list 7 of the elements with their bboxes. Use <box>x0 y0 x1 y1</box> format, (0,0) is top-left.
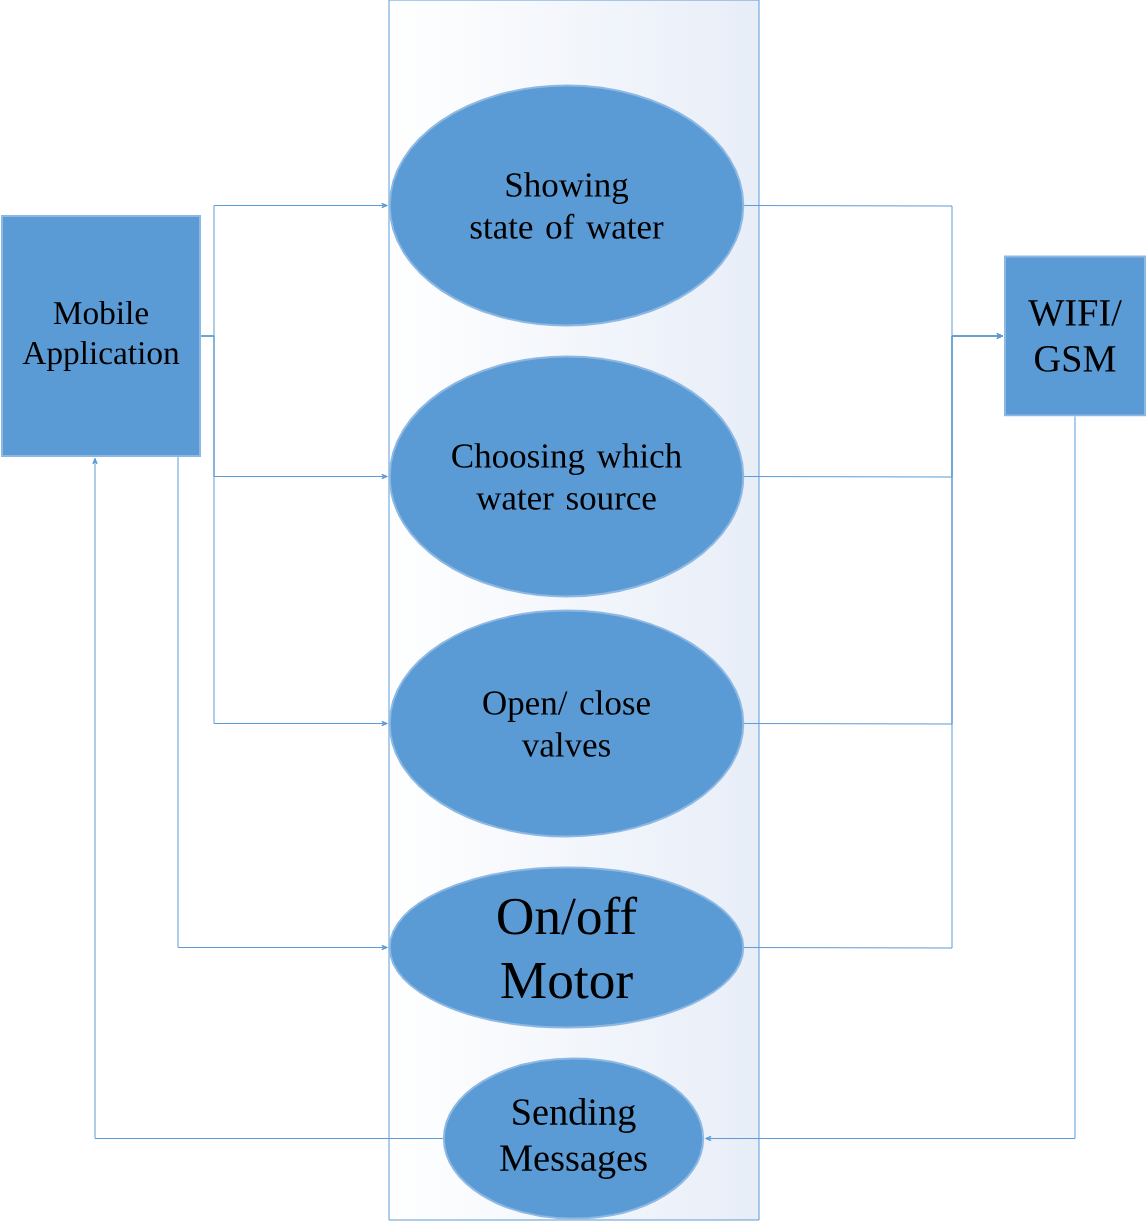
arrow <box>705 416 1076 1142</box>
arrow <box>200 335 388 727</box>
arrow <box>743 333 1004 949</box>
arrow <box>177 456 388 951</box>
device-box: WIFI/ GSM <box>1004 255 1146 417</box>
device-box: Mobile Application <box>1 215 201 457</box>
arrow <box>92 457 444 1139</box>
